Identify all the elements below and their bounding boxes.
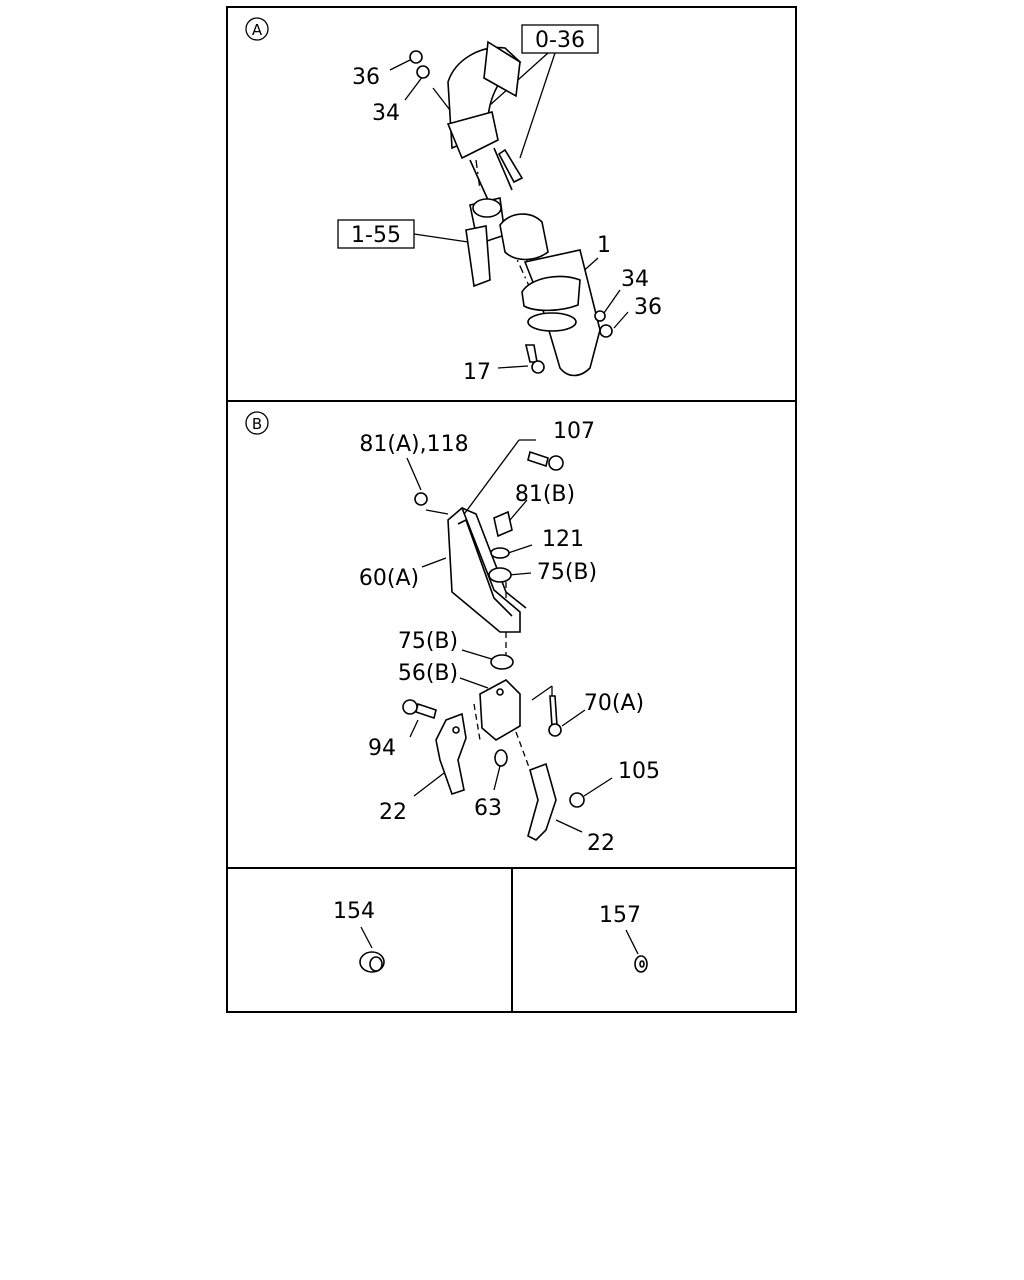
washer-34-upper [416,65,430,79]
bolt-94-head [402,699,418,715]
bolt-107-head [548,455,564,471]
collar-63 [494,749,508,767]
panel-a: A 0-36 1-55 [245,17,662,385]
upper-pipe-flange [446,111,499,160]
pipe-opening [527,312,577,332]
leader-157 [625,929,639,955]
part-number-34-bottom: 34 [621,267,649,292]
outer-frame [226,6,797,1013]
panel-b-leaders [406,439,613,833]
middle-pipe-section [499,213,549,261]
plate-22-left-hole [452,726,460,734]
part-number-107: 107 [553,419,595,444]
washer-34-lower [594,310,606,322]
part-number-105: 105 [618,759,660,784]
part-number-75b-top: 75(B) [537,560,597,585]
part-number-36-top: 36 [352,65,380,90]
part-number-121: 121 [542,527,584,552]
valve-top-port [472,198,502,218]
bracket-60a-inner [457,518,513,617]
ref-box-0-36 [521,24,599,54]
part-number-81b: 81(B) [515,482,575,507]
panel-b-marker: B [252,415,262,433]
part-number-34-top: 34 [372,101,400,126]
part-number-154: 154 [333,899,375,924]
part-number-22-right: 22 [587,831,615,856]
leader-154 [360,926,373,949]
nut-36-upper [409,50,423,64]
panel-d: 157 [599,903,648,973]
rubber-75b-middle [490,654,514,670]
panel-a-marker: A [252,21,263,39]
bolt-17-head [531,360,545,374]
washer-121 [490,547,510,559]
part-number-81a-118: 81(A),118 [359,432,468,457]
nut-81b [493,510,513,538]
nut-36-lower [599,324,613,338]
diagram-frame [226,6,797,1013]
mount-56b-hole [496,688,504,696]
nut-105 [569,792,585,808]
plate-22-left [435,712,467,796]
nut-81a [414,492,428,506]
stud-bolt [497,148,524,184]
part-number-60a: 60(A) [359,566,419,591]
ref-label-0-36: 0-36 [535,28,585,53]
part-number-36-bottom: 36 [634,295,662,320]
upper-flange [483,40,521,98]
part-number-94: 94 [368,736,396,761]
ref-label-1-55: 1-55 [351,223,401,248]
exhaust-pipe-assembly [409,40,613,377]
bolt-70a-head [548,723,562,737]
bolt-94-shank [415,702,437,720]
washer-157-hole [639,960,645,968]
bolt-107-shank [527,450,549,468]
part-number-157: 157 [599,903,641,928]
part-number-63: 63 [474,796,502,821]
valve-actuator [465,225,491,288]
part-number-1: 1 [597,233,611,258]
panel-b-marker-circle [245,411,269,435]
panel-c: 154 [333,899,385,973]
part-number-70a: 70(A) [584,691,644,716]
lower-pipe-flange [521,275,581,312]
part-number-56b: 56(B) [398,661,458,686]
bolt-17-shank [524,344,538,363]
part-number-17: 17 [463,360,491,385]
panel-a-marker-circle [245,17,269,41]
rubber-75b-top [488,567,512,583]
grommet-154-inner [369,956,383,972]
part-number-22-left: 22 [379,800,407,825]
panel-b: B [245,411,660,856]
mount-56b [479,679,521,741]
bolt-70a-shank [549,695,558,727]
plate-22-right [527,762,557,841]
part-number-75b-middle: 75(B) [398,629,458,654]
